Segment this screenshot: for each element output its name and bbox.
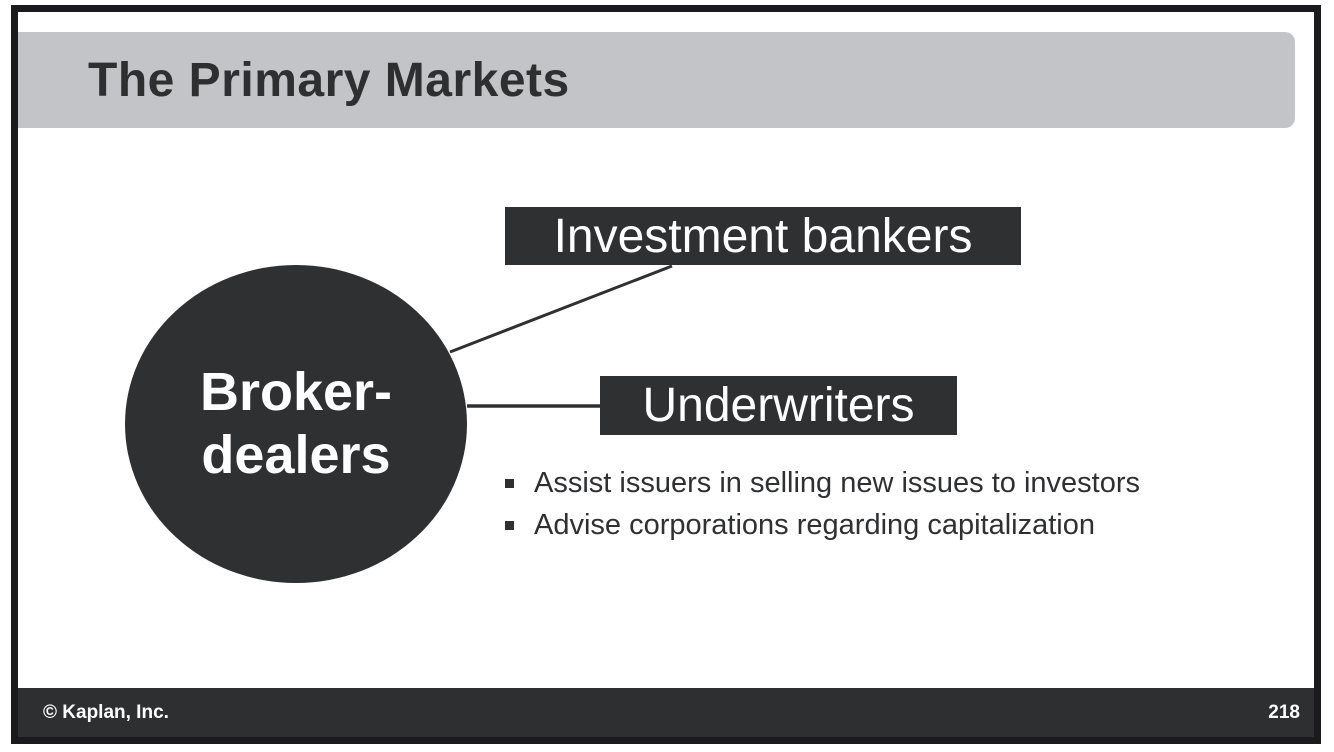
underwriters-label: Underwriters xyxy=(642,379,915,432)
broker-dealers-label: Broker- dealers xyxy=(200,361,392,486)
bullet-square-icon xyxy=(505,478,514,488)
bullet-text: Advise corporations regarding capitaliza… xyxy=(534,508,1095,541)
underwriters-node: Underwriters xyxy=(600,376,957,435)
connector-line-investment-bankers xyxy=(449,264,673,354)
footer-bar: © Kaplan, Inc. 218 xyxy=(18,688,1314,737)
title-bar: The Primary Markets xyxy=(18,32,1295,128)
investment-bankers-node: Investment bankers xyxy=(505,207,1021,265)
investment-bankers-label: Investment bankers xyxy=(553,209,973,263)
page-title: The Primary Markets xyxy=(88,53,570,107)
bullet-list: Assist issuers in selling new issues to … xyxy=(505,462,1140,546)
bullet-text: Assist issuers in selling new issues to … xyxy=(534,466,1141,499)
broker-dealers-line1: Broker- xyxy=(199,362,393,423)
bullet-item: Assist issuers in selling new issues to … xyxy=(505,462,1140,504)
page-number: 218 xyxy=(1268,701,1300,723)
bullet-square-icon xyxy=(505,520,514,530)
connector-lines xyxy=(449,264,673,408)
broker-dealers-node: Broker- dealers xyxy=(125,265,467,583)
copyright-text: © Kaplan, Inc. xyxy=(43,701,169,723)
bullet-item: Advise corporations regarding capitaliza… xyxy=(505,504,1140,546)
broker-dealers-line2: dealers xyxy=(201,425,391,485)
slide-frame: The Primary Markets Broker- dealers Inve… xyxy=(11,5,1321,744)
